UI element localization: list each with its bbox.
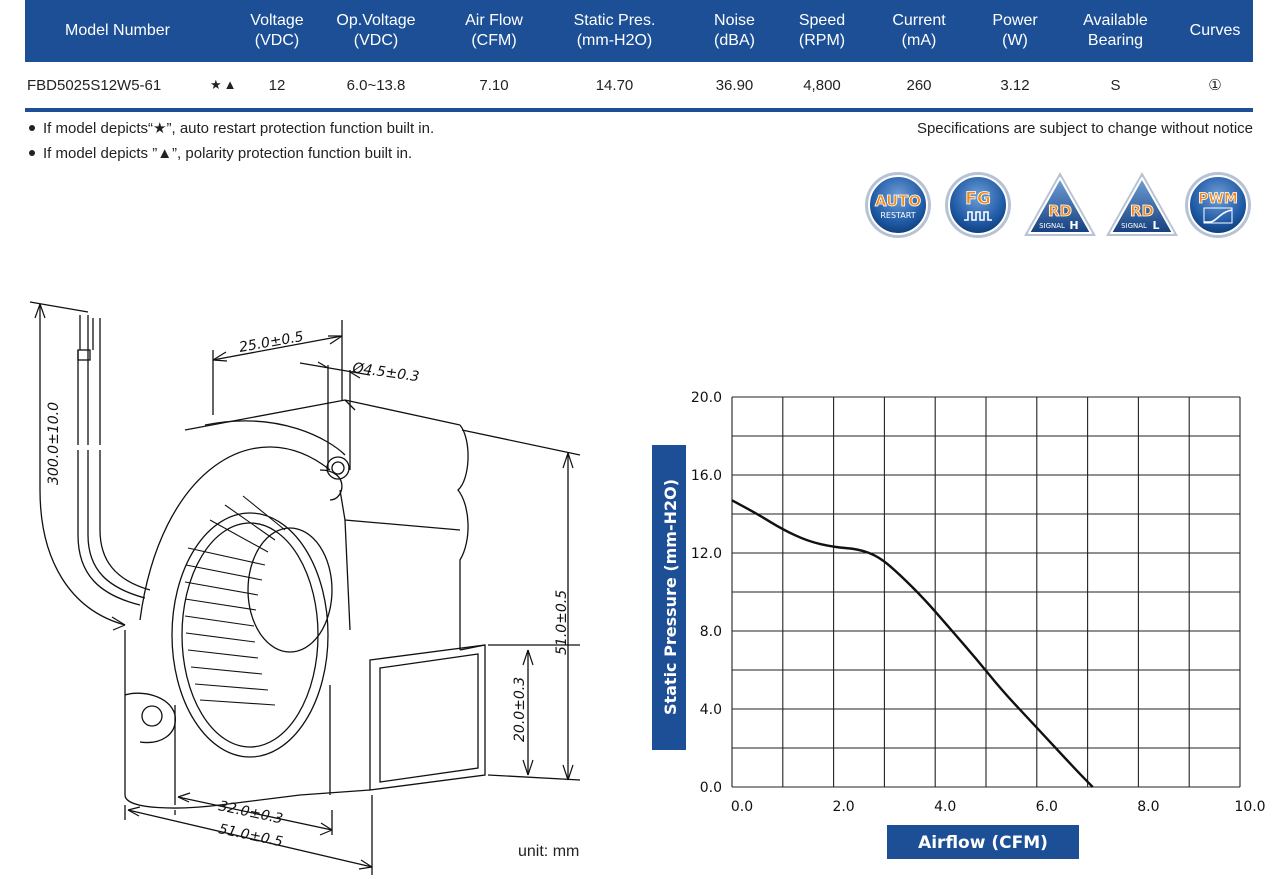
- cell-air-flow: 7.10: [479, 76, 509, 94]
- cell-speed: 4,800: [803, 76, 841, 94]
- x-tick-label: 6.0: [1036, 799, 1058, 815]
- dim-outlet-width: 25.0±0.5: [238, 329, 305, 356]
- badge-rdh-suffix: H: [1069, 219, 1078, 232]
- x-tick-label: 0.0: [731, 799, 753, 815]
- cell-model: FBD5025S12W5-61: [27, 76, 162, 94]
- badge-auto-top: AUTO: [875, 192, 921, 210]
- y-tick-label: 4.0: [700, 702, 722, 718]
- hub: [247, 527, 333, 653]
- header-curves: Curves: [1189, 22, 1241, 39]
- lead-wire-tips: [79, 315, 89, 350]
- header-current: Current(mA): [892, 12, 946, 49]
- housing-scroll-outer: [139, 446, 331, 621]
- rd-signal-low-badge-icon: RD SIGNAL L: [1106, 172, 1178, 236]
- header-power: Power(W): [992, 12, 1038, 49]
- feature-badges: AUTO RESTART FG RD SIGNAL H RD SIGNAL L …: [862, 170, 1254, 240]
- header-noise: Noise(dBA): [714, 12, 755, 49]
- cell-op-voltage: 6.0~13.8: [346, 76, 406, 94]
- spec-table-header: Model Number Voltage(VDC) Op.Voltage(VDC…: [25, 0, 1253, 62]
- badge-rdh-bottom: SIGNAL: [1039, 222, 1065, 230]
- ramp-curve-icon: [1204, 209, 1233, 223]
- note-star: If model depicts“★”, auto restart protec…: [25, 116, 434, 141]
- badge-rdh-top: RD: [1048, 202, 1072, 220]
- blower-dimension-drawing: 300.0±10.0 25.0±0.5 Ø4.5±0.3 51.0±0.5 20…: [29, 301, 581, 875]
- y-tick-label: 20.0: [691, 390, 722, 406]
- dim-height: 51.0±0.5: [554, 590, 570, 655]
- cell-noise: 36.90: [715, 76, 754, 94]
- header-op-voltage: Op.Voltage(VDC): [336, 12, 416, 49]
- cell-current: 260: [906, 76, 932, 94]
- square-wave-icon: [964, 211, 992, 221]
- x-tick-label: 8.0: [1137, 799, 1159, 815]
- x-axis-label: Airflow (CFM): [918, 833, 1048, 853]
- dim-outlet-height: 20.0±0.3: [512, 677, 528, 742]
- impeller-blades: [184, 495, 286, 706]
- cell-static-pressure: 14.70: [595, 76, 634, 94]
- auto-restart-badge-icon: AUTO RESTART: [865, 172, 931, 238]
- y-tick-labels: 0.0 4.0 8.0 12.0 16.0 20.0: [691, 390, 722, 796]
- unit-label: unit: mm: [518, 843, 580, 860]
- cell-bearing: S: [1110, 76, 1121, 94]
- y-axis-label: Static Pressure (mm-H2O): [661, 479, 680, 715]
- y-tick-label: 12.0: [691, 546, 722, 562]
- header-static-pressure: Static Pres.(mm-H2O): [573, 12, 656, 49]
- spec-table: Model Number Voltage(VDC) Op.Voltage(VDC…: [25, 0, 1253, 112]
- x-tick-label: 4.0: [934, 799, 956, 815]
- pq-curve-line: [731, 499, 1094, 788]
- cell-curve: ①: [1208, 77, 1222, 94]
- y-tick-label: 16.0: [691, 468, 722, 484]
- x-tick-labels: 0.0 2.0 4.0 6.0 8.0 10.0: [731, 799, 1266, 815]
- disclaimer: Specifications are subject to change wit…: [916, 120, 1253, 137]
- header-speed: Speed(RPM): [798, 12, 846, 49]
- rd-signal-high-badge-icon: RD SIGNAL H: [1024, 172, 1096, 236]
- inlet-ring: [171, 512, 329, 758]
- table-bottom-rule: [25, 108, 1253, 112]
- pq-curve-chart: 0.0 2.0 4.0 6.0 8.0 10.0 0.0 4.0 8.0 12.0 16.0 20.…: [652, 390, 1266, 859]
- cell-marks: ★▲: [210, 77, 239, 92]
- header-voltage: Voltage(VDC): [250, 12, 304, 49]
- note-triangle: If model depicts ”▲”, polarity protectio…: [25, 141, 434, 166]
- dim-hole: Ø4.5±0.3: [350, 360, 420, 385]
- badge-rdl-top: RD: [1130, 202, 1154, 220]
- fg-signal-badge-icon: FG: [945, 172, 1011, 238]
- header-air-flow: Air Flow(CFM): [465, 12, 523, 49]
- x-tick-label: 2.0: [832, 799, 854, 815]
- badge-fg-top: FG: [965, 189, 991, 209]
- cell-voltage: 12: [268, 76, 286, 94]
- badge-auto-bottom: RESTART: [880, 211, 915, 220]
- y-axis-label-box: [652, 445, 686, 750]
- y-tick-label: 8.0: [700, 624, 722, 640]
- bullet-icon: [29, 125, 35, 132]
- bullet-icon: [29, 150, 35, 157]
- x-axis-label-box: [887, 825, 1079, 859]
- badge-rdl-bottom: SIGNAL: [1121, 222, 1147, 230]
- notes: If model depicts“★”, auto restart protec…: [25, 116, 434, 166]
- dim-lead-length: 300.0±10.0: [46, 402, 62, 485]
- badge-pwm-top: PWM: [1198, 191, 1238, 207]
- x-tick-label: 10.0: [1234, 799, 1265, 815]
- outlet-box: [369, 644, 486, 791]
- spec-table-row: FBD5025S12W5-61 ★▲ 12 6.0~13.8 7.10 14.7…: [25, 62, 1253, 108]
- chart-grid: [731, 396, 1241, 788]
- badge-rdl-suffix: L: [1152, 219, 1159, 232]
- header-model: Model Number: [65, 22, 170, 39]
- pwm-badge-icon: PWM: [1185, 172, 1251, 238]
- cell-power: 3.12: [1000, 76, 1030, 94]
- y-tick-label: 0.0: [700, 780, 722, 796]
- housing-left-edge: [124, 630, 301, 809]
